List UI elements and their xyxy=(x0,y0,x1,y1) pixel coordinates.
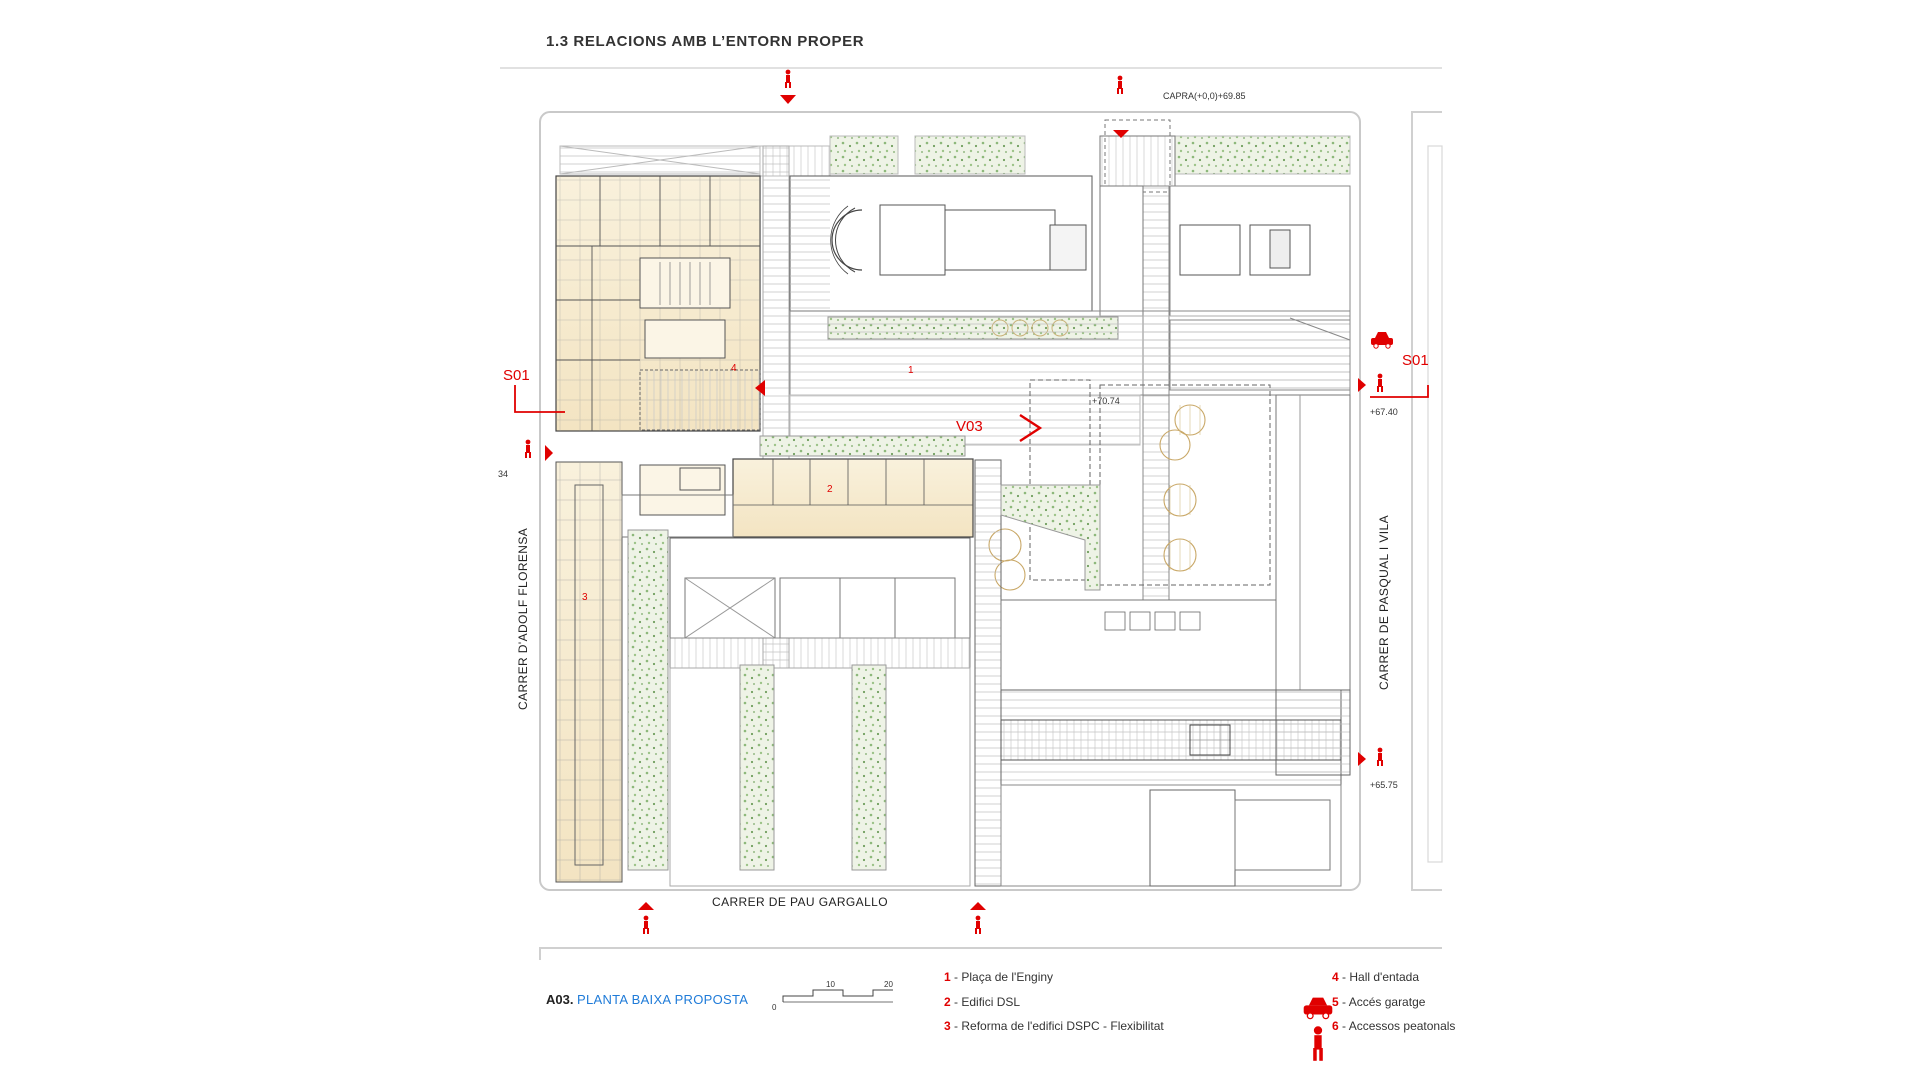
plan-name: PLANTA BAIXA PROPOSTA xyxy=(577,992,749,1007)
block-outline xyxy=(539,111,1361,891)
plan-code: A03. xyxy=(546,992,574,1007)
entrance-triangle xyxy=(638,902,654,910)
section-label-right: S01 xyxy=(1402,352,1429,369)
legend-item: 4 - Hall d'entada xyxy=(1332,970,1420,984)
view-chevron xyxy=(1019,413,1043,443)
zone-number-4: 4 xyxy=(731,363,737,374)
legend-pedestrian-icon xyxy=(1313,1026,1323,1061)
car-icon xyxy=(1371,332,1393,349)
planter xyxy=(829,135,899,175)
south-street-edge xyxy=(539,947,1442,960)
legend-item: 6 - Accessos peatonals xyxy=(1332,1019,1456,1033)
legend-item: 1 - Plaça de l'Enginy xyxy=(944,970,1054,984)
scale-bar xyxy=(782,989,893,1002)
planter xyxy=(914,135,1026,175)
zone-number-2: 2 xyxy=(827,484,833,495)
entrance-triangle xyxy=(545,445,553,461)
pedestrian-icon xyxy=(1377,373,1383,392)
scale-tick: 20 xyxy=(884,980,893,989)
legend-car-icon xyxy=(1303,997,1333,1020)
section-mark-right xyxy=(1370,385,1429,398)
legend-item: 5 - Accés garatge xyxy=(1332,995,1426,1009)
level-capra: CAPRA(+0,0)+69.85 xyxy=(1163,91,1246,101)
zone-number-1: 1 xyxy=(908,365,914,376)
street-label-west: CARRER D'ADOLF FLORENSA xyxy=(516,527,530,710)
auditorium-block xyxy=(789,175,1093,312)
entrance-triangle xyxy=(780,95,796,104)
scale-tick: 0 xyxy=(772,1003,777,1012)
east-street-edge xyxy=(1411,111,1442,891)
level-west: 34 xyxy=(498,469,509,479)
street-label-south: CARRER DE PAU GARGALLO xyxy=(712,895,888,909)
view-label: V03 xyxy=(956,418,983,435)
pedestrian-icon xyxy=(975,915,981,934)
entrance-triangle xyxy=(1358,378,1366,392)
scale-tick: 10 xyxy=(826,980,835,989)
planter xyxy=(759,435,966,457)
northeast-building xyxy=(1169,185,1351,317)
pedestrian-icon xyxy=(643,915,649,934)
dsl-building xyxy=(732,458,974,538)
entrance-triangle xyxy=(1358,752,1366,766)
legend-item: 2 - Edifici DSL xyxy=(944,995,1021,1009)
central-spine xyxy=(974,459,1002,887)
dashed-volume xyxy=(1029,379,1091,581)
entrance-triangle xyxy=(1113,130,1129,138)
dspc-building xyxy=(669,537,971,639)
level-east-upper: +67.40 xyxy=(1370,407,1398,417)
planter xyxy=(1174,135,1351,175)
level-east-lower: +65.75 xyxy=(1370,780,1398,790)
section-label-left: S01 xyxy=(503,367,530,384)
entrance-triangle xyxy=(970,902,986,910)
page-title: 1.3 RELACIONS AMB L’ENTORN PROPER xyxy=(546,33,865,50)
pedestrian-icon xyxy=(1377,747,1383,766)
planter xyxy=(627,529,669,871)
zone-number-3: 3 xyxy=(582,592,588,603)
planter xyxy=(1000,484,1101,591)
entrance-triangle xyxy=(755,380,765,396)
pedestrian-icon xyxy=(525,439,531,458)
legend-item: 3 - Reforma de l'edifici DSPC - Flexibil… xyxy=(944,1019,1164,1033)
pedestrian-icons xyxy=(525,69,1383,1061)
pedestrian-icon xyxy=(1117,75,1123,94)
section-mark-left xyxy=(514,385,565,413)
level-plaza: +70.74 xyxy=(1092,396,1120,406)
east-building xyxy=(1275,394,1351,691)
street-label-east: CARRER DE PASQUAL I VILA xyxy=(1377,515,1391,690)
pedestrian-icon xyxy=(785,69,791,88)
